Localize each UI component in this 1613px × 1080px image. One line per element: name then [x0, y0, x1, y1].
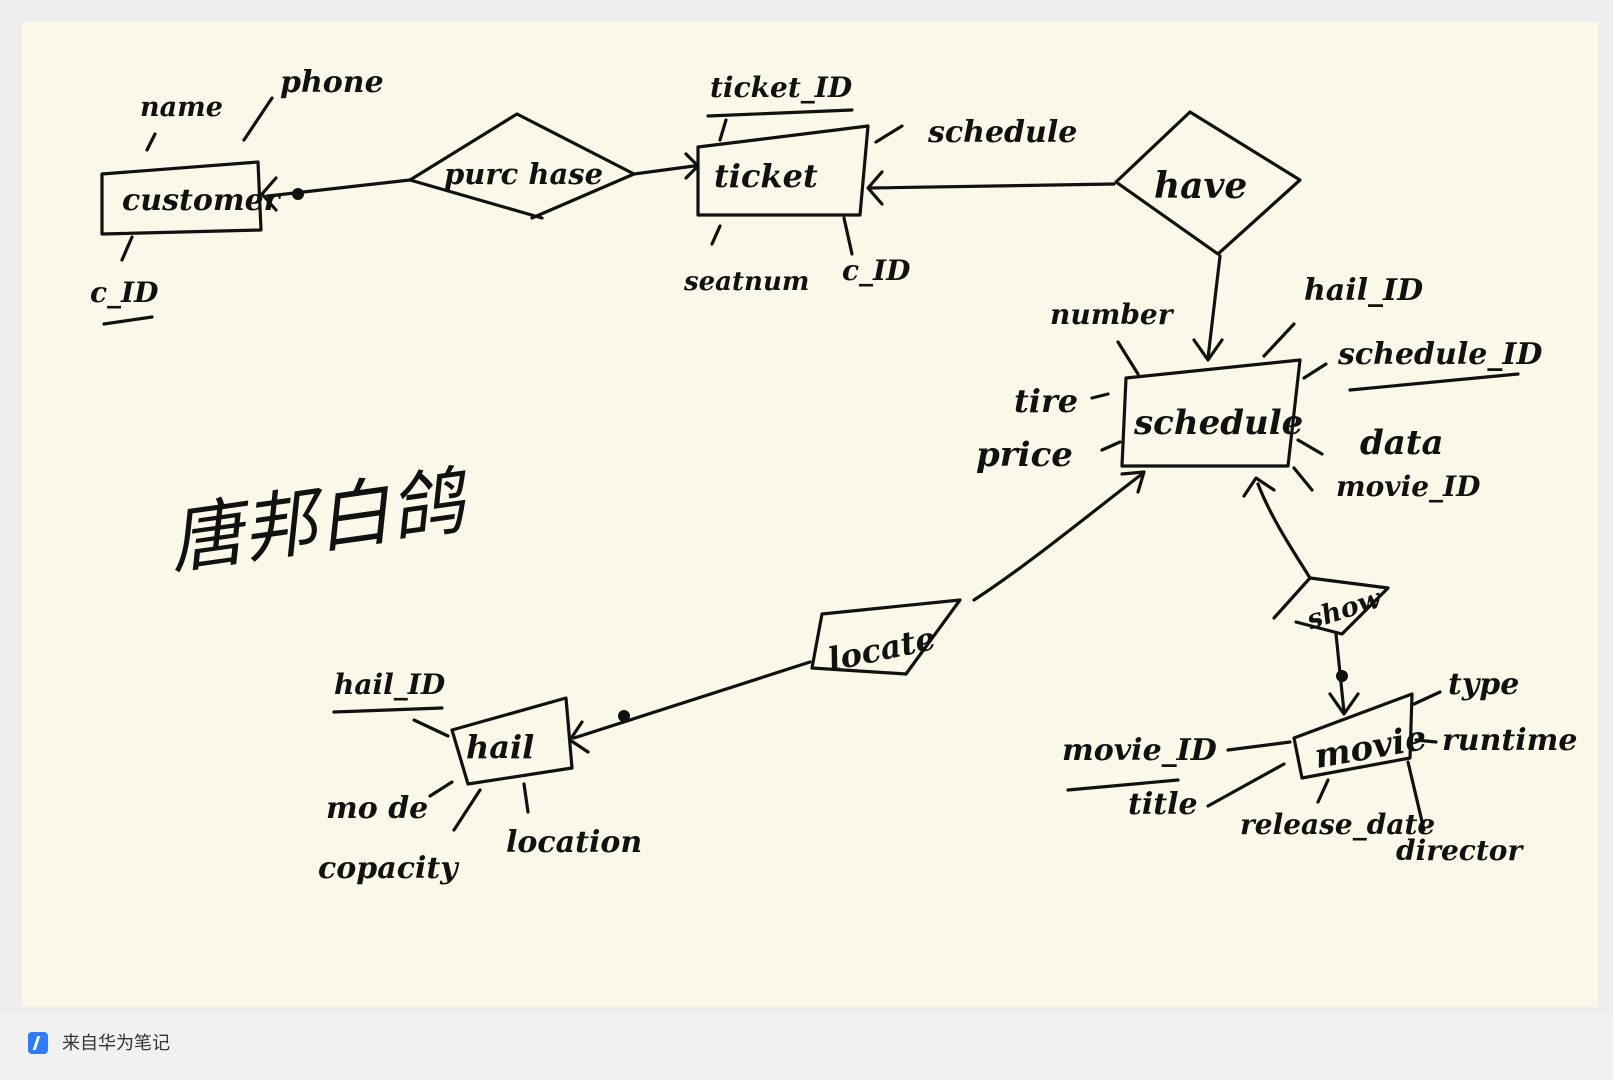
show-schedule-link [1256, 482, 1312, 580]
attr-schedule-time: tire [1014, 382, 1078, 420]
purchase-relationship: purc hase [408, 112, 636, 220]
hall-location-line [522, 782, 530, 814]
schedule-entity: schedule [1120, 358, 1303, 468]
movie-id-key-underline [1066, 778, 1180, 792]
hall-entity-label: hail [466, 728, 534, 766]
schedule-id-line [1302, 362, 1328, 380]
source-label: 来自华为笔记 [62, 1033, 170, 1054]
attr-movie-type: type [1448, 667, 1519, 702]
movie-participation-dot [1336, 670, 1348, 682]
attr-ticket-seatnum: seatnum [683, 267, 809, 297]
attr-hall-id: hail_ID [334, 668, 446, 701]
locate-relationship: locate [810, 598, 962, 679]
customer-purchase-link [266, 178, 412, 198]
purchase-relationship-label: purc hase [444, 157, 603, 191]
schedule-time-line [1090, 392, 1110, 400]
huawei-notes-icon [28, 1032, 48, 1054]
ticket-seatnum-line [710, 224, 722, 246]
have-ticket-link [868, 182, 1116, 190]
attr-schedule-hallid: hail_ID [1304, 273, 1423, 308]
er-diagram: customer name phone c_ID purc hase [90, 65, 1578, 886]
customer-participation-dot [292, 188, 304, 200]
customer-entity-label: customer [122, 183, 282, 218]
schedule-hallid-line [1262, 322, 1296, 358]
attr-movie-releasedate: release_date [1240, 808, 1435, 841]
hall-mode-line [428, 780, 454, 798]
movie-arrowhead [1328, 692, 1360, 716]
attr-hall-capacity: copacity [318, 851, 460, 886]
attr-ticket-schedule: schedule [927, 115, 1077, 150]
attr-ticket-cid: c_ID [842, 254, 911, 287]
ticket-id-line [718, 118, 728, 142]
footer-bar: 来自华为笔记 [0, 1012, 1613, 1080]
movie-id-line [1226, 740, 1292, 752]
attr-movie-id: movie_ID [1062, 733, 1217, 768]
locate-schedule-link [972, 472, 1144, 602]
movie-runtime-line [1414, 738, 1438, 744]
movie-type-line [1412, 690, 1442, 706]
schedule-arrowhead-top [1192, 338, 1224, 362]
show-relationship-label: show [1302, 583, 1387, 637]
attr-schedule-date: data [1360, 423, 1444, 463]
have-relationship: have [1114, 110, 1302, 256]
attr-hall-mode: mo de [326, 791, 428, 826]
schedule-date-line [1296, 438, 1324, 456]
customer-name-line [145, 132, 157, 152]
ticket-entity-label: ticket [714, 157, 818, 195]
attr-customer-name: name [140, 92, 223, 123]
schedule-price-line [1100, 440, 1122, 452]
hall-entity: hail [450, 696, 574, 786]
ticket-arrowhead-right [866, 170, 884, 206]
purchase-ticket-link [632, 164, 696, 176]
movie-director-line [1406, 760, 1426, 832]
attr-ticket-id: ticket_ID [710, 71, 853, 104]
hall-participation-dot [618, 710, 630, 722]
handwritten-signature: 唐邦白鸽 [164, 457, 476, 584]
schedule-movieid-line [1292, 466, 1314, 492]
ticket-entity: ticket [696, 124, 870, 217]
hall-id-line [412, 718, 450, 738]
have-schedule-link [1206, 254, 1222, 360]
schedule-entity-label: schedule [1133, 403, 1303, 443]
whiteboard-canvas: customer name phone c_ID purc hase [22, 22, 1598, 1007]
schedule-number-line [1116, 340, 1140, 376]
attr-customer-cid: c_ID [90, 276, 159, 309]
attr-movie-director: director [1396, 834, 1524, 867]
hall-id-key-underline [332, 706, 444, 714]
customer-arrowhead [260, 176, 278, 212]
show-relationship: show [1272, 576, 1390, 637]
attr-movie-title: title [1128, 787, 1198, 822]
schedule-id-key-underline [1348, 372, 1520, 392]
attr-schedule-id: schedule_ID [1337, 337, 1542, 372]
schedule-arrowhead-bottom-left [1120, 470, 1146, 494]
attr-hall-location: location [506, 825, 642, 860]
attr-schedule-movieid: movie_ID [1336, 470, 1481, 503]
movie-entity-label: movie [1311, 718, 1429, 777]
have-relationship-label: have [1154, 165, 1247, 207]
attr-customer-phone: phone [280, 65, 384, 100]
movie-releasedate-line [1316, 778, 1330, 804]
locate-relationship-label: locate [825, 619, 939, 679]
hall-capacity-line [452, 788, 482, 832]
customer-phone-line [242, 96, 274, 142]
ticket-schedule-line [874, 124, 904, 144]
customer-entity: customer [100, 160, 282, 236]
schedule-arrowhead-bottom-right [1242, 476, 1276, 498]
locate-hall-link [572, 660, 812, 740]
attr-movie-runtime: runtime [1442, 723, 1578, 758]
customer-cid-key-underline [102, 315, 154, 326]
ticket-id-key-underline [706, 108, 854, 118]
movie-title-line [1206, 762, 1286, 808]
ticket-cid-line [842, 216, 854, 256]
customer-cid-line [120, 235, 134, 262]
attr-schedule-number: number [1050, 298, 1175, 331]
attr-schedule-price: price [976, 435, 1073, 475]
